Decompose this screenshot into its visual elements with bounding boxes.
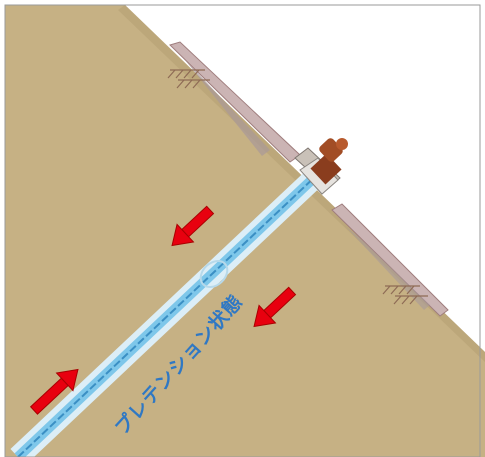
anchor-head-icon xyxy=(310,138,348,185)
ground-hatch-marks xyxy=(167,69,428,305)
red-arrow-icon xyxy=(253,286,297,328)
diagram-frame xyxy=(4,4,481,457)
red-arrow-icon xyxy=(171,205,215,247)
red-arrow-icon xyxy=(29,368,79,415)
slope-face-plates xyxy=(169,41,449,317)
anchor-tendon-core xyxy=(17,173,319,457)
tendon-coupler xyxy=(199,259,229,289)
force-arrows xyxy=(29,205,297,415)
